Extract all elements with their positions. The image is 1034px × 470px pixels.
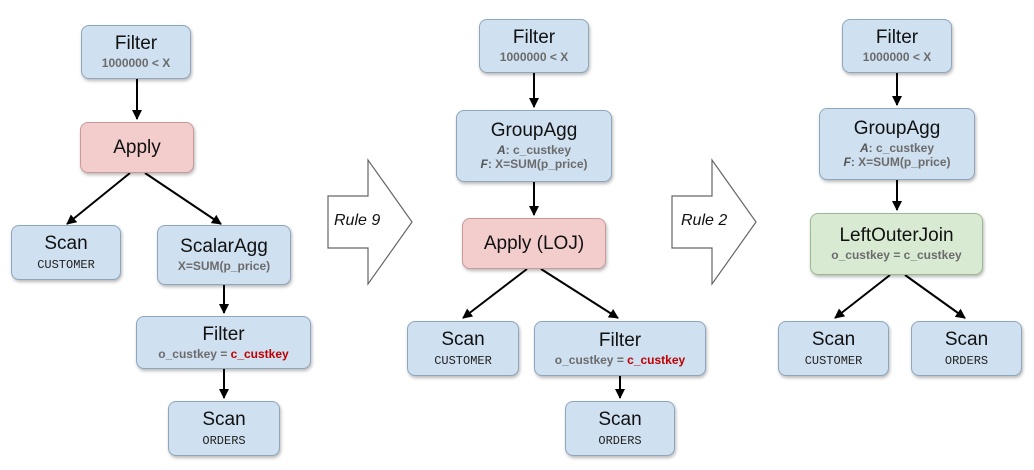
scalaragg-expression: X=SUM(p_price) (177, 259, 271, 274)
scan-title: Scan (598, 408, 642, 430)
leftouterjoin-node: LeftOuterJoin o_custkey = c_custkey (810, 213, 983, 275)
edge-leftouterjoin-to-scan-orders (904, 274, 966, 319)
scan-title: Scan (944, 328, 989, 350)
scan-table-name: CUSTOMER (804, 353, 863, 368)
filter-predicate: o_custkey = c_custkey (554, 352, 686, 368)
scan-orders-node: Scan ORDERS (911, 321, 1022, 376)
function-marker: F (843, 155, 851, 170)
edge-apply-to-scan-customer (66, 172, 131, 225)
filter-predicate: o_custkey = c_custkey (158, 346, 289, 362)
apply-title: Apply (113, 136, 161, 158)
scalaragg-node: ScalarAgg X=SUM(p_price) (157, 225, 291, 285)
function-value: : X=SUM(p_price) (487, 157, 588, 172)
apply-node: Apply (80, 122, 194, 173)
filter-title: Filter (202, 323, 245, 345)
join-predicate: o_custkey = c_custkey (831, 248, 962, 263)
edge-apply-to-scalaragg (144, 172, 222, 225)
grouping-key-marker: A (859, 140, 869, 155)
edge-apply-loj-to-filter (540, 268, 619, 319)
predicate-correlated-column: c_custkey (627, 352, 686, 367)
filter-node: Filter 1000000 < X (81, 25, 191, 79)
edge-leftouterjoin-to-scan-customer (834, 274, 891, 319)
scan-table-name: CUSTOMER (37, 257, 95, 272)
scan-title: Scan (44, 232, 88, 254)
groupagg-grouping-keys: A: c_custkey (496, 142, 572, 158)
scan-title: Scan (202, 408, 246, 430)
groupagg-title: GroupAgg (490, 119, 578, 141)
scan-customer-node: Scan CUSTOMER (11, 225, 121, 280)
filter-join-node: Filter o_custkey = c_custkey (136, 316, 311, 369)
scan-title: Scan (811, 328, 856, 350)
rule-arrow (327, 158, 413, 286)
scan-table-name: ORDERS (202, 433, 246, 448)
grouping-key-marker: A (496, 142, 506, 157)
predicate-left: o_custkey = (158, 346, 231, 361)
scan-customer-node: Scan CUSTOMER (407, 321, 519, 376)
filter-predicate: 1000000 < X (499, 50, 569, 65)
scan-orders-node: Scan ORDERS (168, 401, 280, 456)
filter-join-node: Filter o_custkey = c_custkey (534, 321, 706, 376)
filter-predicate: 1000000 < X (101, 56, 171, 71)
filter-node: Filter 1000000 < X (842, 19, 952, 73)
predicate-correlated-column: c_custkey (230, 346, 289, 361)
rule-2-label: Rule 2 (681, 212, 728, 229)
groupagg-node: GroupAgg A: c_custkey F: X=SUM(p_price) (819, 108, 975, 180)
groupagg-grouping-keys: A: c_custkey (859, 140, 935, 156)
edge-apply-loj-to-scan-customer (462, 268, 528, 319)
scan-orders-node: Scan ORDERS (565, 401, 675, 456)
filter-predicate: 1000000 < X (862, 50, 932, 65)
apply-loj-title: Apply (LOJ) (483, 232, 585, 254)
groupagg-title: GroupAgg (853, 117, 941, 139)
groupagg-aggregate-function: F: X=SUM(p_price) (843, 156, 950, 170)
rule-arrow (671, 158, 757, 286)
filter-title: Filter (598, 329, 642, 351)
rule-9-label: Rule 9 (334, 212, 381, 229)
predicate-left: o_custkey = (554, 352, 628, 367)
leftouterjoin-title: LeftOuterJoin (839, 225, 954, 247)
groupagg-aggregate-function: F: X=SUM(p_price) (480, 158, 587, 172)
scan-table-name: ORDERS (598, 433, 642, 448)
scan-table-name: CUSTOMER (434, 353, 492, 368)
filter-title: Filter (875, 27, 919, 49)
function-marker: F (480, 157, 488, 172)
filter-title: Filter (512, 27, 556, 49)
scan-title: Scan (441, 328, 485, 350)
scalaragg-title: ScalarAgg (180, 236, 268, 258)
grouping-key-value: : c_custkey (868, 140, 935, 155)
scan-table-name: ORDERS (944, 353, 989, 368)
filter-node: Filter 1000000 < X (479, 19, 589, 73)
grouping-key-value: : c_custkey (505, 142, 572, 157)
apply-loj-node: Apply (LOJ) (462, 218, 606, 269)
groupagg-node: GroupAgg A: c_custkey F: X=SUM(p_price) (456, 110, 612, 182)
function-value: : X=SUM(p_price) (850, 155, 951, 170)
scan-customer-node: Scan CUSTOMER (778, 321, 889, 376)
filter-title: Filter (114, 33, 158, 55)
